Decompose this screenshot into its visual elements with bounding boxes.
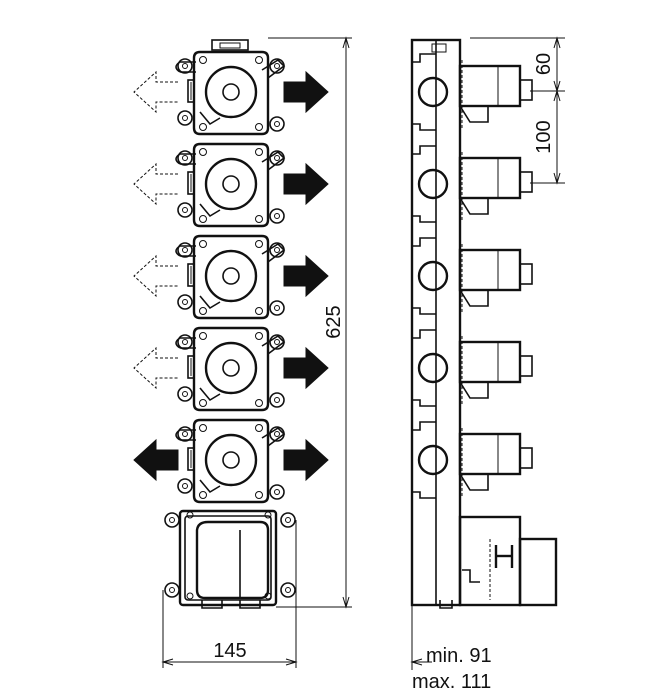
side-view-module [412, 421, 533, 499]
top-tab [211, 39, 249, 51]
dim-depth-max-label: max. 111 [412, 671, 491, 693]
valve-module [133, 142, 329, 228]
side-view-module [412, 329, 533, 407]
dim-module-pitch-label: 100 [533, 120, 555, 153]
dim-top-offset-label: 60 [533, 53, 555, 75]
side-view-modules [412, 53, 533, 499]
dim-depth-min-label: min. 91 [426, 645, 492, 667]
side-view [410, 38, 558, 609]
dimensions [161, 36, 565, 670]
front-view [133, 50, 329, 504]
side-view-module [412, 237, 533, 315]
valve-module [133, 326, 329, 412]
dim-width-label: 145 [213, 640, 246, 662]
side-view-module [412, 145, 533, 223]
side-view-module [412, 53, 533, 131]
dim-total-height-label: 625 [323, 305, 345, 338]
valve-module [133, 234, 329, 320]
valve-module [133, 50, 329, 136]
mixing-box [164, 509, 296, 609]
valve-module [133, 418, 329, 504]
